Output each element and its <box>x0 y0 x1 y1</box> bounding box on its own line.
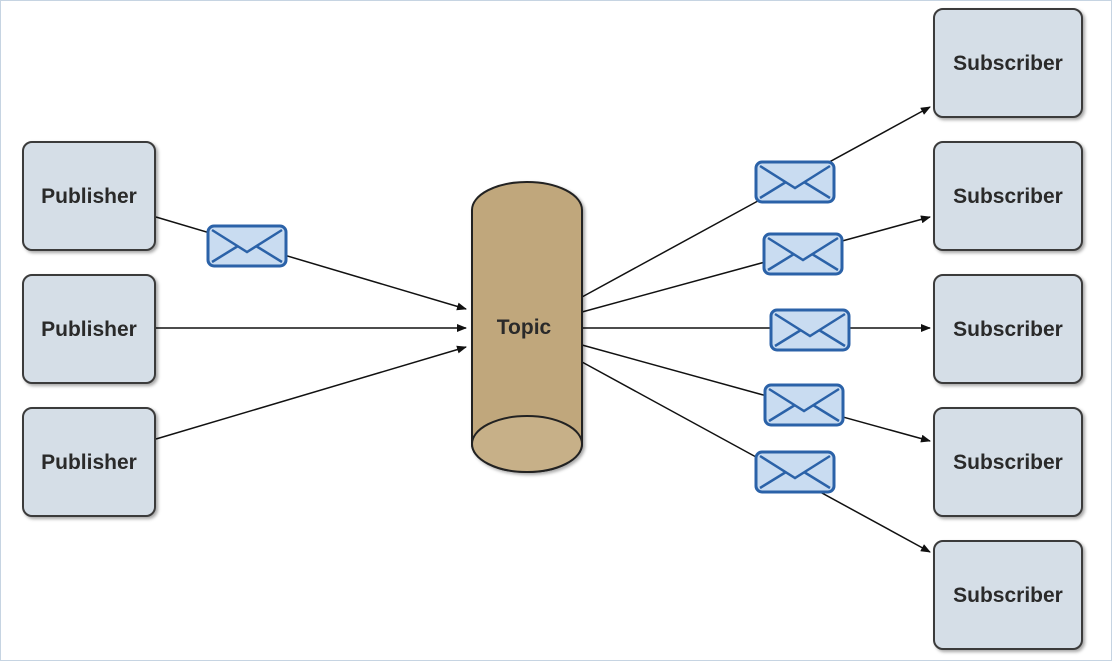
publisher-label: Publisher <box>41 451 137 474</box>
topic-label: Topic <box>497 316 552 339</box>
message-envelopes <box>206 160 851 494</box>
subscriber-label: Subscriber <box>953 52 1063 75</box>
envelope-icon <box>754 160 836 204</box>
envelope-icon <box>754 450 836 494</box>
publisher-label: Publisher <box>41 318 137 341</box>
publisher-edges <box>155 216 467 440</box>
edge-topic-subscriber-4 <box>581 344 931 443</box>
subscriber-edges <box>581 106 931 553</box>
publisher-node: Publisher <box>22 141 156 251</box>
publisher-label: Publisher <box>41 185 137 208</box>
envelope-icon <box>769 308 851 352</box>
subscriber-node: Subscriber <box>933 141 1083 251</box>
subscriber-node: Subscriber <box>933 274 1083 384</box>
publisher-node: Publisher <box>22 407 156 517</box>
subscriber-nodes: Subscriber Subscriber Subscriber Subscri… <box>933 8 1083 650</box>
envelope-icon <box>762 232 844 276</box>
publisher-node: Publisher <box>22 274 156 384</box>
edge-topic-subscriber-1 <box>581 106 931 298</box>
edge-publisher-3-topic <box>155 345 467 440</box>
envelope-icon <box>763 383 845 427</box>
envelope-icon <box>206 224 288 268</box>
subscriber-label: Subscriber <box>953 451 1063 474</box>
subscriber-label: Subscriber <box>953 318 1063 341</box>
subscriber-node: Subscriber <box>933 540 1083 650</box>
topic-cylinder: Topic <box>471 181 583 473</box>
subscriber-label: Subscriber <box>953 185 1063 208</box>
publisher-nodes: Publisher Publisher Publisher <box>22 141 156 517</box>
topic-base-ellipse <box>471 415 583 473</box>
edge-publisher-1-topic <box>155 216 467 311</box>
subscriber-label: Subscriber <box>953 584 1063 607</box>
subscriber-node: Subscriber <box>933 8 1083 118</box>
subscriber-node: Subscriber <box>933 407 1083 517</box>
edge-topic-subscriber-2 <box>581 215 931 313</box>
